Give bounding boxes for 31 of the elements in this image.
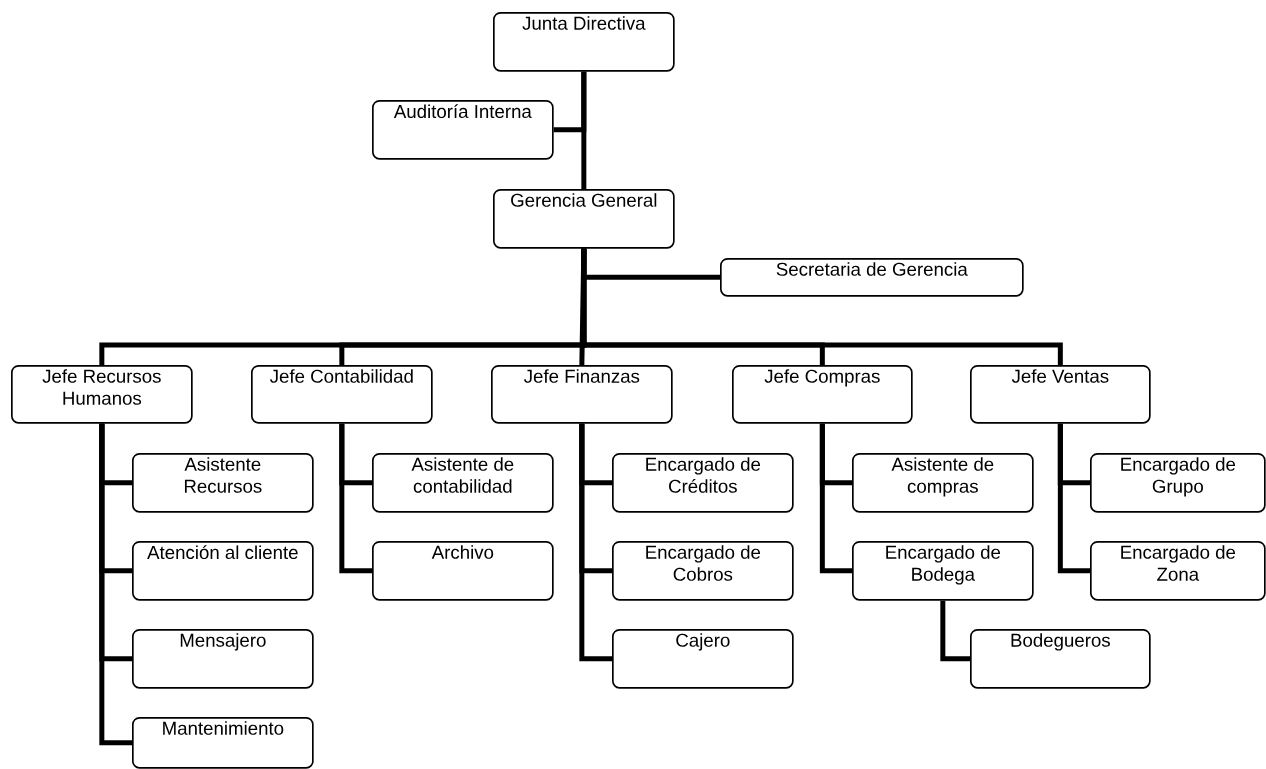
org-box: Encargado de Créditos [612, 453, 794, 513]
org-box: Archivo [372, 541, 554, 601]
connector-line [339, 423, 372, 574]
connector-line [581, 248, 1063, 365]
org-box: Cajero [612, 629, 794, 689]
org-box: Jefe Recursos Humanos [11, 365, 193, 424]
connector-line [819, 423, 852, 574]
org-box: Jefe Finanzas [491, 365, 673, 424]
connector-line [579, 423, 612, 662]
connector-line [581, 71, 587, 189]
org-box: Bodegueros [970, 629, 1151, 689]
connector-line [1057, 423, 1090, 574]
org-box: Auditoría Interna [372, 100, 554, 160]
org-box: Gerencia General [493, 189, 675, 249]
org-box: Asistente de compras [852, 453, 1034, 513]
connector-line [940, 600, 970, 662]
connector-line [99, 423, 132, 746]
org-box: Junta Directiva [493, 12, 675, 72]
org-box: Mensajero [132, 629, 314, 689]
org-box: Jefe Contabilidad [251, 365, 433, 424]
org-box: Asistente de contabilidad [372, 453, 554, 513]
org-box: Encargado de Bodega [852, 541, 1034, 601]
org-box: Encargado de Grupo [1090, 453, 1266, 513]
org-box: Encargado de Zona [1090, 541, 1266, 601]
org-box: Secretaria de Gerencia [720, 258, 1024, 297]
org-box: Mantenimiento [132, 717, 314, 769]
org-box: Atención al cliente [132, 541, 314, 601]
org-box: Jefe Ventas [970, 365, 1151, 424]
org-box: Encargado de Cobros [612, 541, 794, 601]
org-box: Jefe Compras [732, 365, 913, 424]
org-box: Asistente Recursos [132, 453, 314, 513]
